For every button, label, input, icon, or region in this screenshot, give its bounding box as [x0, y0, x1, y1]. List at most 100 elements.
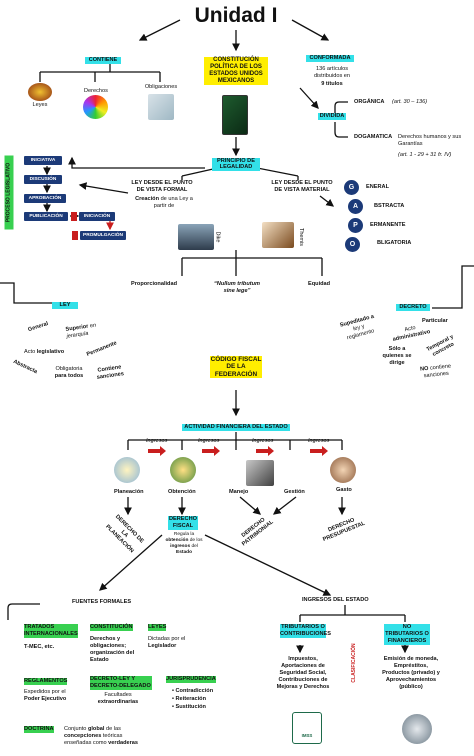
- imss-logo-text: IMSS: [301, 733, 313, 738]
- ley-legislativo: legislativo: [36, 349, 65, 355]
- leyes-source-label: LEYES: [148, 624, 167, 631]
- dogmatica-label: DOGAMATICA: [354, 134, 393, 140]
- dogmatica-desc: Derechos humanos y sus Garantías: [398, 134, 462, 147]
- leyes-label: Leyes: [32, 102, 48, 108]
- ley-formal-label: LEY DESDE EL PUNTO DE VISTA FORMAL: [131, 180, 193, 193]
- doctrina-desc-a: Conjunto: [64, 726, 88, 732]
- leyes-desc-a: Dictadas por el: [148, 636, 186, 642]
- gasto-image: [330, 457, 356, 483]
- reglamentos-label: REGLAMENTOS: [24, 678, 68, 685]
- dike-image: [178, 224, 214, 250]
- decreto-label: DECRETO: [396, 304, 430, 311]
- conformada-label: CONFORMADA: [306, 55, 354, 62]
- planeacion-label: Planeación: [114, 489, 144, 495]
- manejo-label: Manejo: [229, 489, 249, 495]
- leyes-desc-b: Legislador: [148, 642, 177, 649]
- ingresos-label-4: Ingresos: [308, 438, 330, 444]
- doctrina-label: DOCTRINA: [24, 726, 54, 733]
- jurisprudencia-label: JURISPRUDENCIA: [166, 676, 216, 683]
- doctrina-desc-f: verdaderas: [108, 739, 139, 746]
- juris-item-1-text: Contradicción: [175, 688, 214, 694]
- juris-item-2: • Reiteración: [172, 696, 206, 702]
- ley-superior-en: en: [88, 322, 97, 330]
- decreto-solo: Sólo a quienes se dirige: [382, 346, 412, 366]
- juris-item-3: • Sustitución: [172, 704, 206, 710]
- money-image: [402, 714, 432, 744]
- equidad-label: Equidad: [308, 281, 331, 287]
- ingresos-estado-label: INGRESOS DEL ESTADO: [302, 597, 369, 603]
- creacion-word: Creación: [135, 196, 160, 202]
- doctrina-desc: Conjunto global de las concepciones teór…: [64, 726, 142, 747]
- gape-word-o: BLIGATORIA: [377, 240, 412, 246]
- decreto-ley-desc-a: Facultades: [104, 692, 132, 698]
- gestion-label: Gestión: [284, 489, 305, 495]
- reglamentos-desc: Expedidos por el Poder Ejecutivo: [24, 689, 74, 703]
- df-desc-f: Estado: [176, 549, 192, 555]
- planeacion-image: [114, 457, 140, 483]
- derechos-label: Derechos: [84, 88, 108, 94]
- gape-circle-a: A: [348, 199, 363, 214]
- discusion-box: DISCUSIÓN: [24, 175, 62, 184]
- dividida-label: DIVIDIDA: [318, 113, 346, 120]
- no-tributarios-desc: Emisión de moneda, Empréstitos, Producto…: [382, 656, 440, 690]
- obligaciones-label: Obligaciones: [144, 84, 178, 90]
- tratados-desc: T-MEC, etc.: [24, 644, 55, 650]
- tributarios-box: TRIBUTARIOS O CONTRIBUCIONES: [280, 624, 331, 638]
- imss-logo: IMSS: [292, 712, 322, 744]
- articulos-text: 136 artículos distribuidos en: [313, 66, 351, 79]
- no-tributarios-box: NO TRIBUTARIOS O FINANCIEROS: [384, 624, 430, 645]
- iniciacion-box: INICIACIÓN: [79, 212, 115, 221]
- titulos-text: 9 títulos: [321, 81, 343, 87]
- derecho-fiscal-desc: Regula la obtención de los ingresos del …: [164, 532, 204, 556]
- organica-label: ORGÁNICA: [354, 99, 385, 105]
- df-desc-a: Regula la: [173, 532, 195, 537]
- creacion-text: Creación de una Ley a partir de: [134, 196, 194, 210]
- constitucion-desc: Derechos y obligaciones; organización de…: [90, 636, 135, 663]
- organica-articles: (art. 30 – 136): [392, 99, 428, 105]
- derechos-image: [83, 95, 108, 119]
- decreto-particular: Particular: [422, 318, 448, 324]
- decreto-ley-desc: Facultades extraordinarias: [90, 692, 146, 706]
- gape-word-p: ERMANENTE: [370, 222, 406, 228]
- codigo-fiscal-box: CÓDIGO FISCAL DE LA FEDERACIÓN: [210, 356, 262, 379]
- ingresos-label-2: Ingresos: [198, 438, 220, 444]
- df-desc-d: ingresos: [170, 543, 191, 549]
- ley-para-todos: para todos: [54, 372, 84, 379]
- doctrina-desc-d: concepciones: [64, 732, 102, 739]
- juris-item-2-text: Reiteración: [175, 696, 206, 702]
- ley-material-label: LEY DESDE EL PUNTO DE VISTA MATERIAL: [271, 180, 333, 193]
- nullum-label: “Nullum tributum sine lege”: [214, 281, 260, 294]
- ingresos-label-3: Ingresos: [252, 438, 274, 444]
- obtencion-label: Obtención: [168, 489, 196, 495]
- promulgacion-box: PROMULGACIÓN: [80, 231, 126, 240]
- promulgacion-marker: [72, 231, 78, 240]
- obligaciones-image: [148, 94, 174, 120]
- iniciativa-box: INICIATIVA: [24, 156, 62, 165]
- principio-legalidad-box: PRINCIPIO DE LEGALIDAD: [212, 158, 260, 171]
- dike-label: Dike: [214, 231, 221, 243]
- iniciacion-marker: [71, 212, 77, 221]
- themis-image: [262, 222, 294, 248]
- leyes-source-desc: Dictadas por el Legislador: [148, 636, 198, 650]
- juris-item-3-text: Sustitución: [175, 704, 206, 710]
- gape-word-a: BSTRACTA: [374, 203, 405, 209]
- gasto-label: Gasto: [336, 487, 352, 493]
- ley-obligatoria-word: Obligatoria: [55, 366, 83, 372]
- gape-word-g: ENERAL: [366, 184, 389, 190]
- doctrina-desc-c: de las: [104, 726, 121, 732]
- doctrina-desc-e: teóricas enseñadas como: [64, 732, 123, 746]
- df-desc-b: obtención: [165, 537, 189, 543]
- constitution-book-image: [222, 95, 248, 135]
- df-desc-c: de los: [188, 537, 203, 543]
- manejo-image: [246, 460, 274, 486]
- clasificacion-label: CLASIFICACIÓN: [351, 643, 357, 683]
- reglamentos-desc-b: Poder Ejecutivo: [24, 695, 67, 702]
- proceso-legislativo-label: PROCESO LEGISLATIVO: [4, 155, 14, 230]
- df-desc-e: del: [190, 543, 198, 549]
- decreto-ley-desc-b: extraordinarias: [97, 698, 139, 705]
- themis-label: Themis: [298, 227, 305, 247]
- page-title: Unidad I: [194, 4, 278, 27]
- dogmatica-articles: (art. 1 - 29 + 31 fr. IV): [398, 152, 452, 158]
- obtencion-image: [170, 457, 196, 483]
- tratados-label: TRATADOS INTERNACIONALES: [24, 624, 78, 638]
